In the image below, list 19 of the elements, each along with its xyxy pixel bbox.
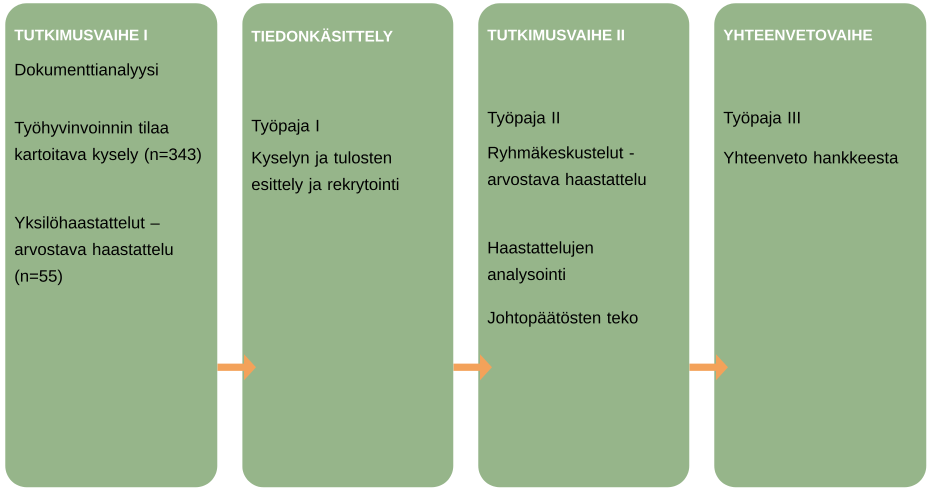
phase-box [242,3,454,488]
activity-text: Yksilöhaastattelut – arvostava haastattelu (n=55) [14,216,172,286]
phase-box [5,3,218,488]
activity-text: Haastattelujen analysointi [488,241,593,284]
phase-heading: TIEDONKÄSITTELY [251,28,393,42]
phase-heading: TUTKIMUSVAIHE II [487,30,624,40]
activity-text: Johtopäätösten teko [488,311,638,327]
activity-text: Kyselyn ja tulosten esittely ja rekrytointi [252,151,398,194]
activity-text: Dokumenttianalyysi [16,63,158,79]
phase-heading: YHTEENVETOVAIHE [724,30,872,40]
activity-text: Työpaja I [252,119,318,135]
activity-text: Ryhmäkeskustelut - arvostava haastattelu [488,146,646,186]
activity-text: Työpaja III [724,111,800,127]
phase-box [714,3,926,488]
phase-box [478,3,690,488]
activity-text: Työhyvinvoinnin tilaa kartoitava kysely (n=343) [14,121,201,164]
activity-text: Yhteenveto hankkeesta [724,151,898,164]
activity-text: Työpaja II [488,111,559,127]
phase-heading: TUTKIMUSVAIHE I [14,30,147,40]
